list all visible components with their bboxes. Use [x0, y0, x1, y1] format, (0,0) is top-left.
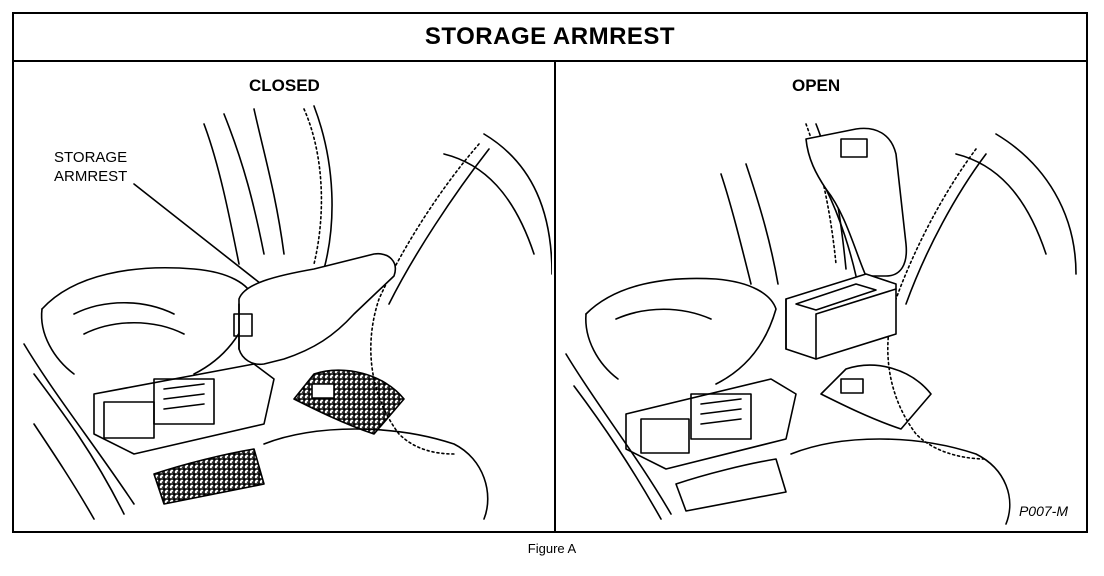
- left-seat-back-edge: [720, 173, 752, 285]
- armrest-latch: [840, 138, 868, 158]
- seat-stitch-line: [303, 108, 323, 265]
- right-seat-back: [995, 133, 1077, 275]
- open-armrest-illustration: [565, 123, 1077, 525]
- figure-caption: Figure A: [527, 541, 577, 556]
- right-seat-piping: [887, 148, 987, 460]
- right-seat-cushion: [263, 428, 489, 520]
- right-seat-cushion: [790, 438, 1011, 525]
- left-seat-back-edge: [203, 123, 240, 265]
- seat-belt-buckle: [311, 383, 335, 399]
- closed-panel-label: CLOSED: [249, 76, 320, 95]
- floor-carpet: [293, 369, 405, 435]
- armrest-latch: [233, 313, 253, 337]
- left-seat-cushion: [585, 277, 777, 385]
- armrest-lid-open: [805, 127, 908, 277]
- storage-compartment: [785, 273, 897, 360]
- panel-divider: [554, 62, 556, 531]
- left-seat-inner-edge: [253, 108, 285, 255]
- door-panel-edge: [23, 343, 135, 505]
- compartment-tray: [795, 283, 877, 311]
- seat-belt-buckle: [840, 378, 864, 394]
- right-seat-back: [483, 133, 552, 275]
- storage-armrest-callout: STORAGE ARMREST: [54, 148, 127, 186]
- door-panel-edge: [565, 353, 672, 515]
- console-body: [625, 378, 797, 470]
- console-body: [93, 363, 275, 455]
- floor-carpet: [820, 364, 932, 430]
- figure-title: STORAGE ARMREST: [424, 23, 676, 50]
- callout-line-1: STORAGE: [54, 149, 128, 166]
- gear-selector: [690, 393, 752, 440]
- armrest-lid: [238, 252, 396, 366]
- title-bar: STORAGE ARMREST: [14, 14, 1086, 62]
- callout-line-2: ARMREST: [54, 168, 128, 185]
- closed-armrest-illustration: [23, 105, 552, 520]
- floor-carpet-lower: [675, 458, 787, 512]
- left-seat-cushion: [41, 266, 255, 375]
- gear-selector: [153, 378, 215, 425]
- part-code: P007-M: [1018, 503, 1068, 519]
- figure-frame: STORAGE ARMREST CLOSED OPEN STORAGE ARMR…: [12, 12, 1088, 533]
- cup-holder: [640, 418, 690, 454]
- floor-carpet-lower: [153, 448, 265, 505]
- open-panel-label: OPEN: [792, 76, 841, 95]
